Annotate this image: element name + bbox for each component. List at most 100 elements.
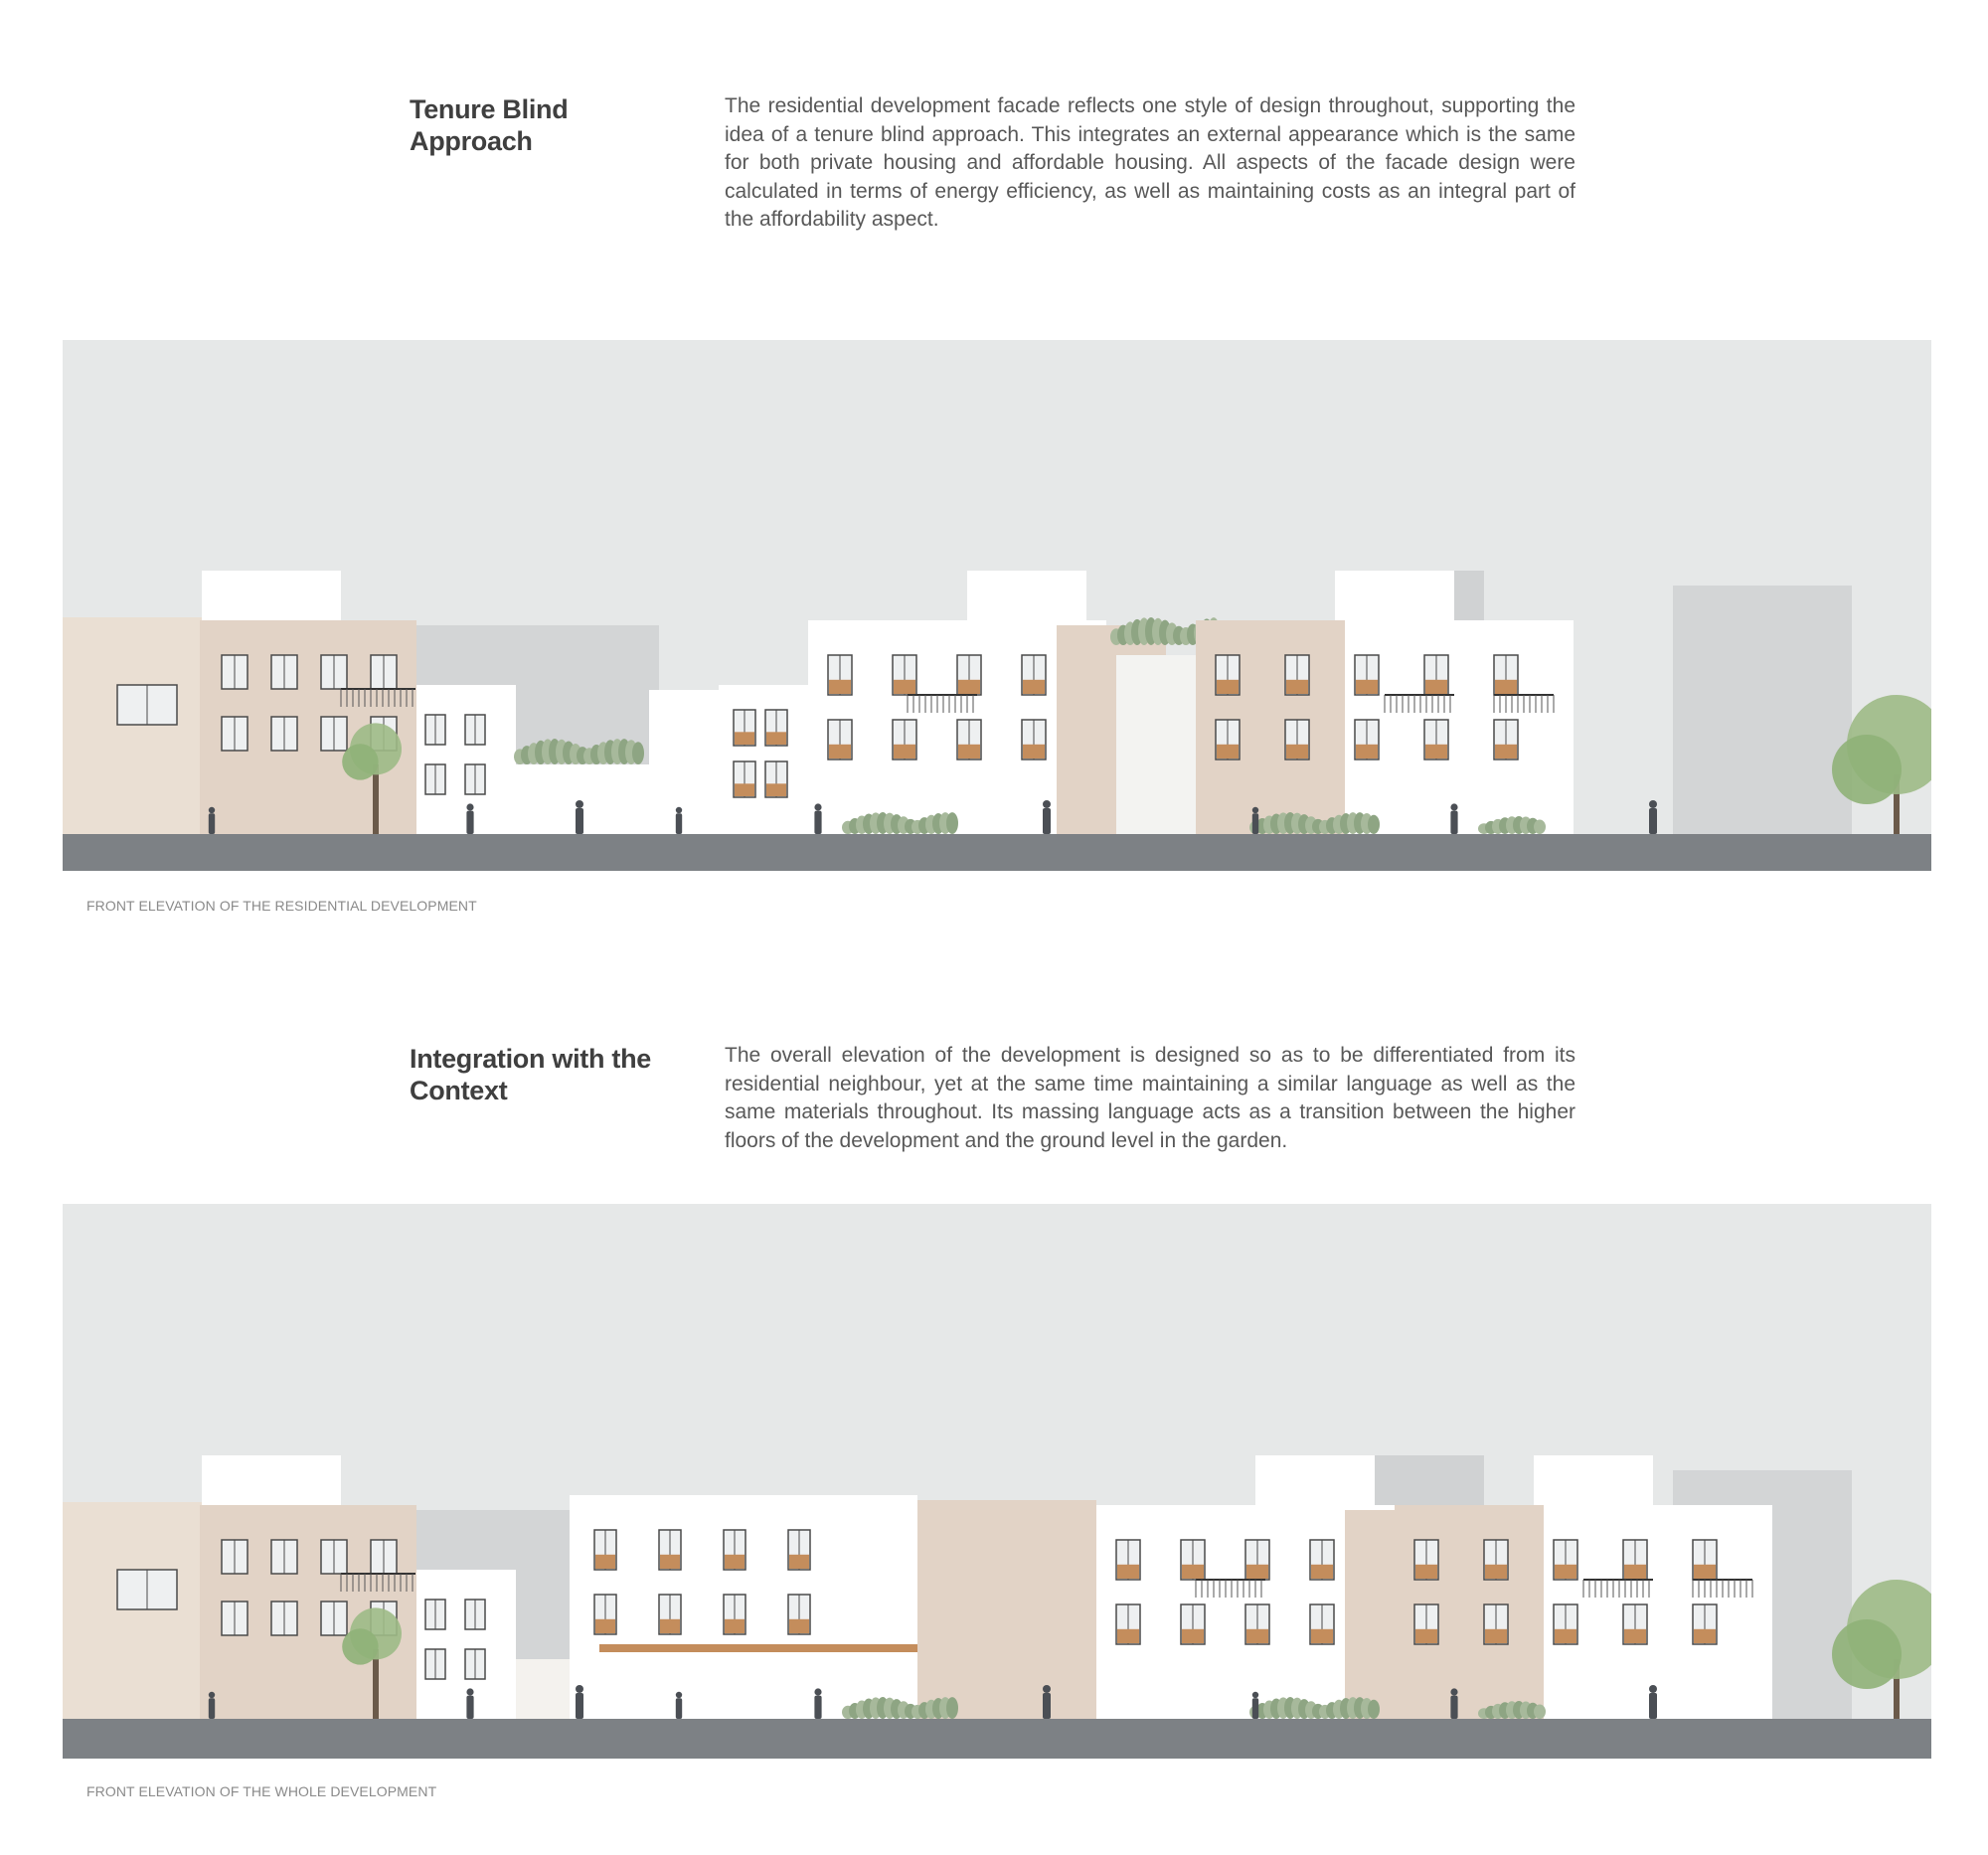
- rooftop-volume: [202, 571, 341, 620]
- person-figure: [1649, 808, 1657, 834]
- stone-block: [917, 1500, 1096, 1719]
- timber-panel: [766, 783, 786, 796]
- timber-panel: [1415, 1628, 1437, 1643]
- rooftop-volume: [1255, 1455, 1375, 1505]
- rooftop-volume: [1534, 1455, 1653, 1505]
- caption-residential-elevation: FRONT ELEVATION OF THE RESIDENTIAL DEVEL…: [86, 898, 477, 914]
- person-figure: [466, 810, 474, 834]
- timber-panel: [1555, 1564, 1576, 1579]
- timber-panel: [725, 1618, 745, 1633]
- timber-panel: [725, 1554, 745, 1569]
- person-figure: [466, 803, 474, 811]
- neighbour-building: [63, 617, 202, 834]
- person-figure: [1043, 1693, 1051, 1719]
- person-figure: [675, 806, 683, 814]
- person-figure: [466, 1695, 474, 1719]
- person-figure: [675, 1698, 683, 1719]
- timber-panel: [1624, 1564, 1646, 1579]
- timber-panel: [1023, 744, 1045, 759]
- person-figure: [814, 1695, 822, 1719]
- tree-trunk: [373, 1649, 379, 1719]
- white-block: [1544, 1505, 1772, 1719]
- timber-panel: [595, 1554, 615, 1569]
- person-figure: [675, 1691, 683, 1699]
- person-figure: [1649, 800, 1657, 808]
- person-figure: [1043, 808, 1051, 834]
- person-figure: [1450, 803, 1458, 811]
- timber-panel: [1217, 679, 1239, 694]
- person-figure: [1251, 1691, 1259, 1699]
- person-figure: [1450, 1695, 1458, 1719]
- timber-panel: [829, 679, 851, 694]
- timber-panel: [735, 783, 754, 796]
- person-figure: [1450, 1688, 1458, 1696]
- timber-panel: [1356, 679, 1378, 694]
- timber-panel: [1246, 1564, 1268, 1579]
- timber-panel: [1117, 1628, 1139, 1643]
- white-block: [719, 685, 808, 834]
- timber-panel: [829, 744, 851, 759]
- person-figure: [466, 1688, 474, 1696]
- timber-panel: [1246, 1628, 1268, 1643]
- person-figure: [576, 808, 583, 834]
- timber-panel: [1495, 679, 1517, 694]
- timber-panel: [1425, 679, 1447, 694]
- rooftop-volume: [1335, 571, 1454, 620]
- timber-panel: [789, 1618, 809, 1633]
- timber-panel: [660, 1618, 680, 1633]
- caption-whole-elevation: FRONT ELEVATION OF THE WHOLE DEVELOPMENT: [86, 1783, 437, 1799]
- section-title-tenure-blind: Tenure Blind Approach: [410, 94, 569, 156]
- person-figure: [208, 1691, 216, 1699]
- tree-canopy: [342, 1628, 379, 1665]
- person-figure: [1450, 810, 1458, 834]
- section-body-tenure-blind: The residential development facade refle…: [725, 94, 1575, 231]
- section-title-integration: Integration with the Context: [410, 1044, 651, 1105]
- background-building: [1673, 586, 1852, 834]
- person-figure: [814, 810, 822, 834]
- person-figure: [576, 800, 583, 808]
- person-figure: [208, 806, 216, 814]
- tree-trunk: [373, 764, 379, 834]
- ground: [63, 1719, 1931, 1759]
- person-figure: [1043, 1685, 1051, 1693]
- timber-panel: [1694, 1628, 1716, 1643]
- neighbour-building: [63, 1502, 202, 1719]
- timber-panel: [1694, 1564, 1716, 1579]
- person-figure: [675, 813, 683, 834]
- person-figure: [1043, 800, 1051, 808]
- person-figure: [576, 1693, 583, 1719]
- timber-panel: [894, 679, 915, 694]
- ground: [63, 834, 1931, 871]
- person-figure: [1649, 1693, 1657, 1719]
- person-figure: [208, 1698, 216, 1719]
- rooftop-volume: [202, 1455, 341, 1505]
- timber-panel: [1182, 1628, 1204, 1643]
- tree-canopy: [1832, 1619, 1902, 1689]
- timber-panel: [1555, 1628, 1576, 1643]
- timber-panel: [1182, 1564, 1204, 1579]
- white-block: [416, 685, 516, 834]
- white-block: [416, 1570, 516, 1719]
- timber-canopy: [599, 1644, 927, 1652]
- timber-panel: [1425, 744, 1447, 759]
- timber-panel: [1311, 1564, 1333, 1579]
- rooftop-volume: [967, 571, 1086, 620]
- person-figure: [1251, 1698, 1259, 1719]
- person-figure: [814, 803, 822, 811]
- timber-panel: [1624, 1628, 1646, 1643]
- timber-panel: [789, 1554, 809, 1569]
- timber-panel: [1485, 1564, 1507, 1579]
- timber-panel: [735, 732, 754, 745]
- timber-panel: [1311, 1628, 1333, 1643]
- planting: [632, 742, 644, 764]
- timber-panel: [958, 744, 980, 759]
- planting: [946, 812, 958, 834]
- person-figure: [576, 1685, 583, 1693]
- timber-panel: [1217, 744, 1239, 759]
- person-figure: [1251, 813, 1259, 834]
- timber-panel: [1117, 1564, 1139, 1579]
- tree-canopy: [1832, 735, 1902, 804]
- person-figure: [1649, 1685, 1657, 1693]
- timber-panel: [1415, 1564, 1437, 1579]
- front-elevation-residential-image: [63, 340, 1931, 871]
